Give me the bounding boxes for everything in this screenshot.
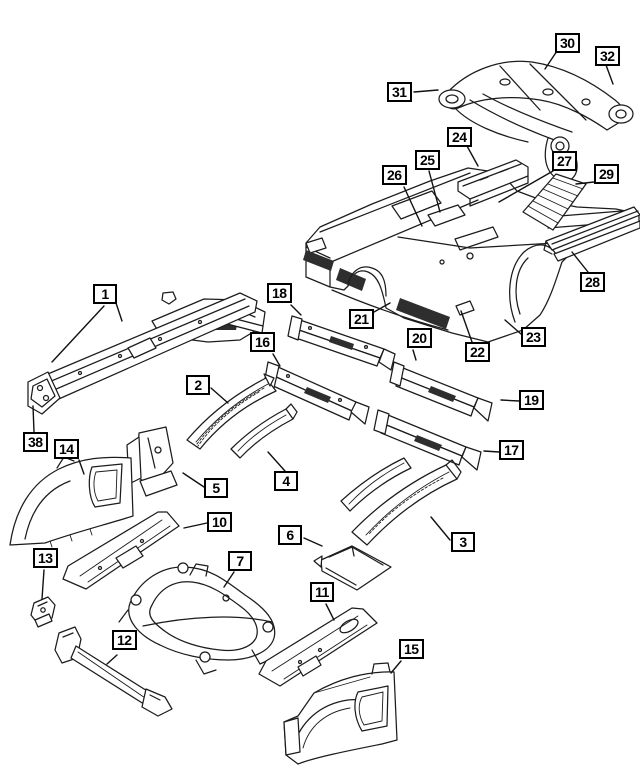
leader-line-13: [41, 569, 45, 600]
leader-line-25: [428, 170, 441, 213]
leader-line-32: [605, 64, 614, 85]
callout-11[interactable]: 11: [310, 582, 334, 602]
leader-line-6: [303, 537, 323, 547]
callout-16[interactable]: 16: [250, 332, 275, 352]
leader-line-20: [412, 349, 417, 361]
leader-line-15: [390, 660, 402, 674]
callout-4[interactable]: 4: [274, 471, 298, 491]
part-front-rail-assembly-1: [27, 291, 266, 415]
part-sill-panel-2: [186, 373, 277, 450]
callout-25[interactable]: 25: [415, 150, 440, 170]
callout-32[interactable]: 32: [595, 46, 620, 66]
leader-line-2: [210, 387, 229, 404]
callout-29[interactable]: 29: [594, 164, 619, 184]
callout-15[interactable]: 15: [399, 639, 424, 659]
part-floor-crossmember-17: [373, 409, 482, 471]
callout-31[interactable]: 31: [387, 82, 412, 102]
part-rear-rail-extension: [543, 206, 640, 262]
callout-28[interactable]: 28: [580, 272, 605, 292]
part-rear-suspension-crossmember: [438, 60, 634, 182]
part-rear-sill-rail: [457, 159, 529, 207]
part-sill-panel-3: [340, 457, 462, 546]
leader-line-22: [460, 310, 473, 343]
leader-line-7: [223, 571, 235, 588]
part-front-rail-lower-10: [62, 511, 180, 590]
leader-line-5: [182, 472, 205, 488]
part-mount-bracket-5: [126, 426, 178, 497]
part-front-wheelhouse-14: [9, 456, 134, 548]
leader-line-11: [325, 603, 335, 621]
callout-30[interactable]: 30: [555, 33, 580, 53]
part-floor-crossmember-18: [287, 315, 396, 371]
leader-line-24: [466, 145, 479, 167]
callout-5[interactable]: 5: [204, 478, 228, 498]
callout-23[interactable]: 23: [521, 327, 546, 347]
callout-18[interactable]: 18: [267, 283, 292, 303]
callout-12[interactable]: 12: [112, 630, 137, 650]
part-bracket-13: [30, 596, 56, 628]
part-front-suspension-crossmember: [118, 562, 276, 675]
callout-38[interactable]: 38: [23, 432, 48, 452]
leader-line-16: [272, 353, 281, 367]
part-front-rail-upper-11: [258, 607, 378, 687]
leader-line-12: [106, 654, 118, 665]
leader-line-29: [575, 181, 595, 185]
callout-14[interactable]: 14: [54, 439, 79, 459]
leader-line-30: [544, 50, 558, 70]
callout-6[interactable]: 6: [278, 525, 302, 545]
callout-26[interactable]: 26: [382, 165, 407, 185]
part-load-floor-panel: [522, 173, 587, 231]
leader-line-26: [403, 186, 423, 227]
leader-line-1: [115, 302, 123, 322]
callout-22[interactable]: 22: [465, 342, 490, 362]
callout-24[interactable]: 24: [447, 127, 472, 147]
leader-line-38: [32, 405, 35, 433]
leader-line-27: [498, 170, 554, 203]
part-front-wheelhouse-15: [283, 662, 398, 765]
part-lower-crossmember-bar-12: [54, 626, 173, 717]
callout-13[interactable]: 13: [33, 548, 58, 568]
callout-7[interactable]: 7: [228, 551, 252, 571]
callout-10[interactable]: 10: [207, 512, 232, 532]
callout-27[interactable]: 27: [552, 151, 577, 171]
leader-line-1: [51, 305, 105, 363]
callout-19[interactable]: 19: [519, 390, 544, 410]
callout-3[interactable]: 3: [451, 532, 475, 552]
leader-line-31: [413, 89, 439, 93]
callout-20[interactable]: 20: [407, 328, 432, 348]
leader-line-10: [183, 522, 208, 529]
callout-17[interactable]: 17: [499, 440, 524, 460]
leader-line-3: [430, 516, 451, 541]
leader-line-18: [290, 304, 302, 316]
part-floor-crossmember-16: [263, 361, 370, 425]
part-sill-reinforcement-4: [230, 403, 298, 459]
leader-lines: [32, 50, 614, 674]
leader-line-21: [373, 302, 391, 313]
part-support-tray-6: [313, 545, 392, 591]
leader-line-23: [504, 319, 522, 335]
callout-1[interactable]: 1: [93, 284, 117, 304]
leader-line-28: [571, 251, 589, 273]
leader-line-17: [483, 450, 500, 453]
callout-21[interactable]: 21: [349, 309, 374, 329]
part-floor-crossmember-19: [389, 361, 493, 422]
leader-line-14: [78, 459, 85, 475]
callout-2[interactable]: 2: [186, 375, 210, 395]
leader-line-4: [267, 451, 286, 472]
leader-line-19: [500, 399, 520, 402]
